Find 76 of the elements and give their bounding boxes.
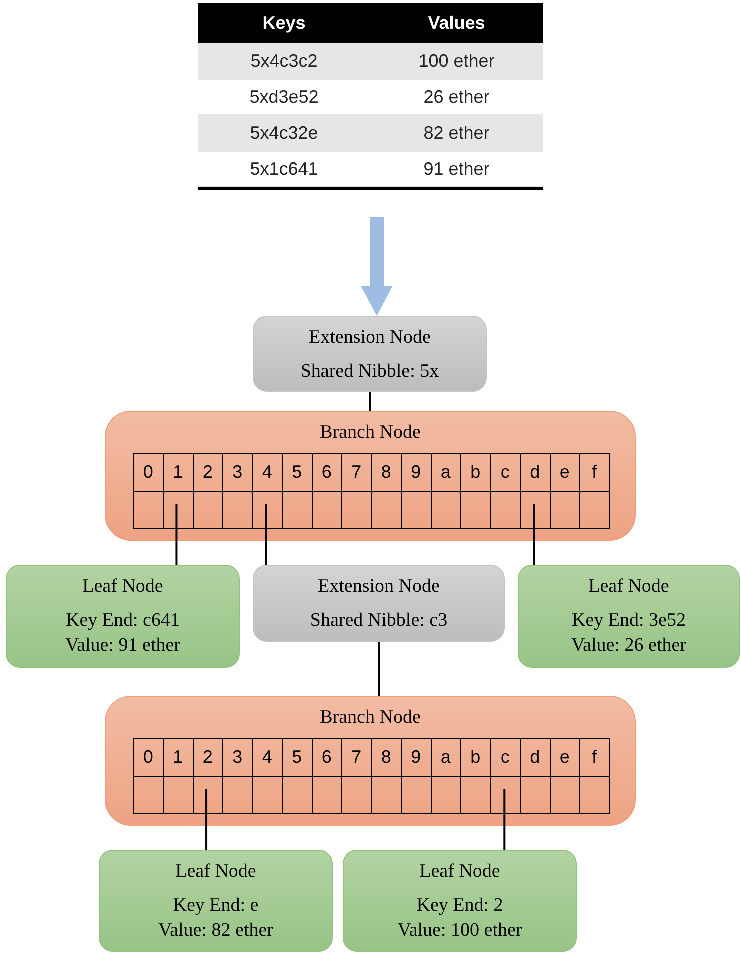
slot-index: a [432,454,462,492]
node-text: Key End: c641 [66,609,180,633]
leaf-node-box [518,565,740,668]
connector-line [265,504,268,565]
slot-index: 8 [372,739,402,777]
slot-index: 7 [342,454,372,492]
slot-index: 7 [342,739,372,777]
node-text: Key End: e [173,894,259,918]
slot-index: e [550,739,580,777]
connector-line [369,392,371,411]
leaf-node-box [6,565,240,668]
table-header-cell: Values [370,3,543,43]
node-title: Leaf Node [176,860,256,884]
slot-index: b [461,454,491,492]
slot-index: 8 [372,454,402,492]
slot-index: f [580,739,610,777]
connector-line [206,789,208,850]
node-title: Leaf Node [82,575,164,599]
slot-index: 0 [134,454,164,492]
slot-index: c [491,454,521,492]
slot-index: 2 [194,454,224,492]
table-cell: 26 ether [370,79,543,115]
branch-node-box [105,411,636,541]
connector-line [176,504,178,565]
connector-line [533,504,536,565]
slot-index: 0 [134,739,164,777]
slot-index: f [580,454,610,492]
slot-index: b [461,739,491,777]
slot-index: 9 [402,454,432,492]
node-title: Extension Node [309,326,431,350]
slot-index: 1 [164,454,194,492]
slot-index: 2 [194,739,224,777]
slot-index: 5 [282,739,312,777]
block-arrow [361,217,393,316]
node-title: Leaf Node [588,575,670,599]
node-title: Branch Node [319,706,422,730]
table-cell: 5x1c641 [198,151,370,187]
slot-index: e [550,454,580,492]
leaf-node-box [343,850,577,952]
slot-index: 9 [402,739,432,777]
slot-index: 4 [253,454,283,492]
table-cell: 91 ether [370,151,543,187]
slot-index: 3 [223,454,253,492]
leaf-node-box [99,850,333,952]
slot-index: d [520,454,550,492]
table-cell: 5x4c3c2 [198,43,370,79]
connector-line [378,642,380,696]
slot-index: 1 [164,739,194,777]
slot-index: 6 [312,739,342,777]
slot-index: 5 [282,454,312,492]
node-title: Extension Node [318,575,440,599]
node-text: Value: 82 ether [158,919,274,943]
slot-index: 6 [312,454,342,492]
table-header-cell: Keys [198,3,370,43]
node-text: Shared Nibble: c3 [310,609,448,633]
node-text: Value: 100 ether [398,919,522,943]
branch-node-box [105,696,636,826]
slot-index: 3 [223,739,253,777]
node-text: Value: 26 ether [571,634,686,658]
table-cell: 5x4c32e [198,115,370,151]
node-title: Branch Node [319,421,422,445]
node-text: Key End: 3e52 [572,609,686,633]
table-cell: 82 ether [370,115,543,151]
slot-index: c [491,739,521,777]
slot-index: d [520,739,550,777]
connector-line [504,789,506,850]
node-text: Shared Nibble: 5x [300,360,440,384]
slot-index: a [432,739,462,777]
node-title: Leaf Node [420,860,500,884]
table-cell: 100 ether [370,43,543,79]
slot-index: 4 [253,739,283,777]
node-text: Value: 91 ether [65,634,180,658]
extension-node-box [253,316,487,392]
table-cell: 5xd3e52 [198,79,370,115]
node-text: Key End: 2 [416,894,504,918]
extension-node-box [253,565,505,642]
